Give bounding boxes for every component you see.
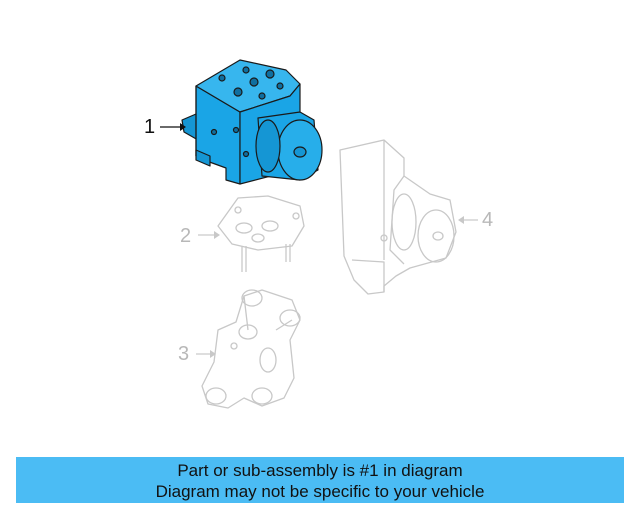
part-2-bracket[interactable] — [217, 195, 305, 272]
banner-line-2: Diagram may not be specific to your vehi… — [155, 482, 485, 501]
part-4-abs-unit[interactable] — [339, 139, 457, 295]
callout-1: 1 — [144, 116, 156, 138]
callout-2: 2 — [180, 225, 192, 247]
callout-4: 4 — [482, 209, 494, 231]
callout-3: 3 — [178, 343, 190, 365]
leader-arrow-1 — [180, 123, 186, 131]
banner-line-1: Part or sub-assembly is #1 in diagram — [177, 461, 463, 480]
leader-arrow-2 — [214, 231, 220, 239]
part-3-mount[interactable] — [201, 289, 301, 409]
leader-arrow-3 — [210, 350, 216, 358]
leader-arrow-4 — [458, 216, 464, 224]
info-banner: Part or sub-assembly is #1 in diagram Di… — [16, 457, 624, 503]
part-1-abs-modulator[interactable] — [181, 59, 323, 185]
